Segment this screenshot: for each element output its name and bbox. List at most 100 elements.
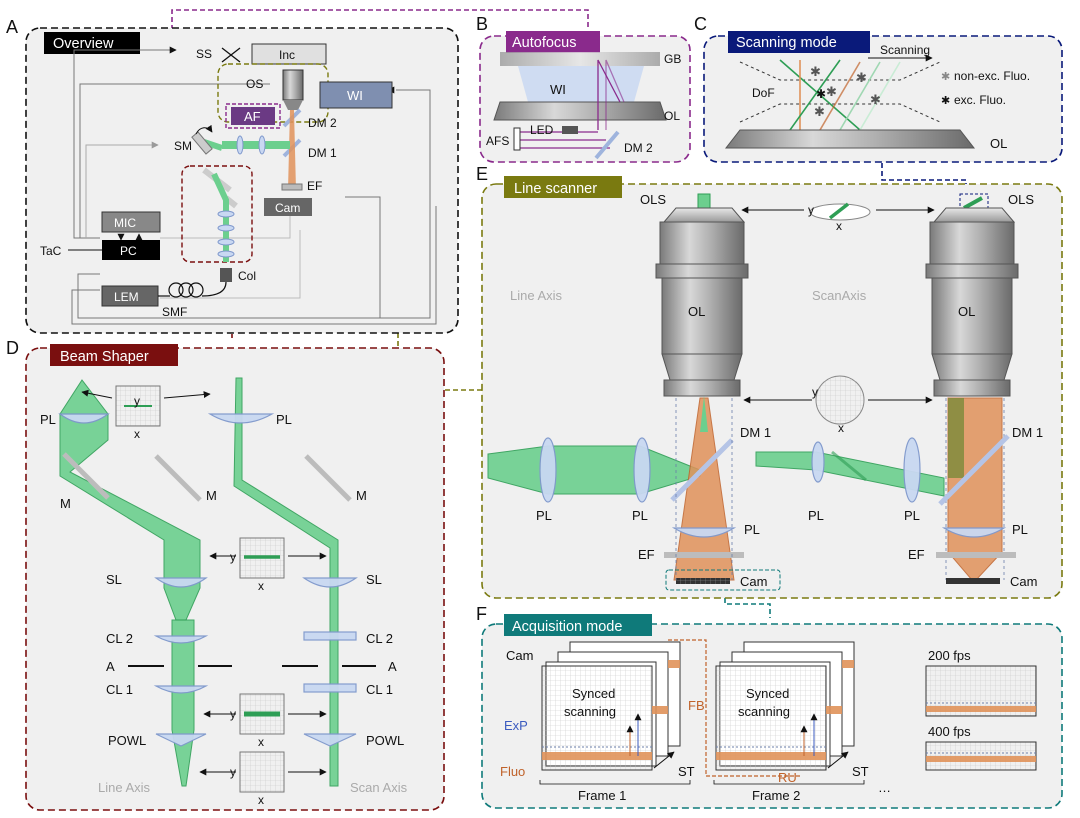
powl-label-2: POWL xyxy=(366,733,404,748)
acquisition-title: Acquisition mode xyxy=(512,619,622,635)
y-label-e2: y xyxy=(812,385,818,399)
autofocus-title: Autofocus xyxy=(512,35,577,51)
ellipsis-label: … xyxy=(878,780,891,795)
dm1-label-e2: DM 1 xyxy=(1012,425,1043,440)
x-label-d4: x xyxy=(258,793,264,807)
os-label: OS xyxy=(246,77,263,91)
svg-text:✱: ✱ xyxy=(870,92,881,107)
scan-axis-label-e: ScanAxis xyxy=(812,288,867,303)
gb-label: GB xyxy=(664,52,681,66)
svg-text:✱: ✱ xyxy=(816,87,826,101)
mic-label: MIC xyxy=(114,216,136,230)
svg-text:✱: ✱ xyxy=(941,71,950,83)
line-axis-label-d: Line Axis xyxy=(98,780,151,795)
panel-autofocus: B Autofocus GB WI OL DM 2 LED AFS xyxy=(476,14,691,163)
sl-label-2: SL xyxy=(366,572,382,587)
panel-letter-d: D xyxy=(6,338,19,358)
panel-beam-shaper: D Beam Shaper PL PL xyxy=(6,338,445,811)
panel-letter-b: B xyxy=(476,14,488,34)
dof-label: DoF xyxy=(752,86,775,100)
y-label-d4: y xyxy=(230,765,236,779)
st-label-2: ST xyxy=(852,764,869,779)
fb-label: FB xyxy=(688,698,705,713)
panel-line-scanner: E Line scanner OLS OL OLS OL Line Axis S… xyxy=(476,164,1063,599)
ef-label-a: EF xyxy=(307,179,322,193)
pl-label-e6: PL xyxy=(1012,522,1028,537)
sl-label-1: SL xyxy=(106,572,122,587)
panel-acquisition-mode: F Acquisition mode xyxy=(476,604,1063,809)
ol-label-e2: OL xyxy=(958,304,975,319)
pc-label: PC xyxy=(120,244,137,258)
pl-label-e4: PL xyxy=(808,508,824,523)
pl-label-e1: PL xyxy=(536,508,552,523)
dm2-label-b: DM 2 xyxy=(624,141,653,155)
synced-label-2: Synced xyxy=(746,686,789,701)
col-label: Col xyxy=(238,269,256,283)
cam-label-e2: Cam xyxy=(1010,574,1037,589)
lem-label: LEM xyxy=(114,290,139,304)
synced-label-1: Synced xyxy=(572,686,615,701)
tac-label: TaC xyxy=(40,244,62,258)
dm1-label-e1: DM 1 xyxy=(740,425,771,440)
inc-label: Inc xyxy=(279,48,295,62)
pl-label-e5: PL xyxy=(904,508,920,523)
fps-200-label: 200 fps xyxy=(928,648,971,663)
ols-label-2: OLS xyxy=(1008,192,1034,207)
fluo-label: Fluo xyxy=(500,764,525,779)
cam-label-e1: Cam xyxy=(740,574,767,589)
scan-axis-label-d: Scan Axis xyxy=(350,780,408,795)
cl1-label-2: CL 1 xyxy=(366,682,393,697)
afs-label: AFS xyxy=(486,134,509,148)
sm-label: SM xyxy=(174,139,192,153)
panel-scanning-mode: C Scanning mode Scanning DoF ✱✱✱ ✱✱ ✱ ✱ … xyxy=(694,14,1063,163)
panel-letter-c: C xyxy=(694,14,707,34)
y-label-e1: y xyxy=(808,203,814,217)
frame1-label: Frame 1 xyxy=(578,788,626,803)
scanning-label-1: scanning xyxy=(564,704,616,719)
ol-label-e1: OL xyxy=(688,304,705,319)
pl-label-e2: PL xyxy=(632,508,648,523)
frame2-label: Frame 2 xyxy=(752,788,800,803)
ols-label-1: OLS xyxy=(640,192,666,207)
panel-letter-a: A xyxy=(6,17,18,37)
dm1-label-a: DM 1 xyxy=(308,146,337,160)
x-label-e1: x xyxy=(836,219,842,233)
x-label-d1: x xyxy=(134,427,140,441)
m-label-2: M xyxy=(206,488,217,503)
ef-label-e1: EF xyxy=(638,547,655,562)
pl-label-d1: PL xyxy=(40,412,56,427)
smf-label: SMF xyxy=(162,305,187,319)
dm2-label-a: DM 2 xyxy=(308,116,337,130)
overview-title: Overview xyxy=(53,36,114,52)
x-label-d2: x xyxy=(258,579,264,593)
m-label-1: M xyxy=(60,496,71,511)
scanning-label-2: scanning xyxy=(738,704,790,719)
powl-label-1: POWL xyxy=(108,733,146,748)
wi-label: WI xyxy=(347,88,363,103)
cl2-label-1: CL 2 xyxy=(106,631,133,646)
wi-label-b: WI xyxy=(550,82,566,97)
y-label-d1: y xyxy=(134,394,140,408)
a-label-1: A xyxy=(106,659,115,674)
line-scanner-title: Line scanner xyxy=(514,181,597,197)
exp-label: ExP xyxy=(504,718,528,733)
st-label-1: ST xyxy=(678,764,695,779)
ss-label: SS xyxy=(196,47,212,61)
pl-label-e3: PL xyxy=(744,522,760,537)
fps-400-label: 400 fps xyxy=(928,724,971,739)
line-axis-label-e: Line Axis xyxy=(510,288,563,303)
beam-shaper-title: Beam Shaper xyxy=(60,349,149,365)
x-label-d3: x xyxy=(258,735,264,749)
cl2-label-2: CL 2 xyxy=(366,631,393,646)
panel-overview: A Overview SS Inc OS WI AF xyxy=(6,17,459,334)
svg-text:✱: ✱ xyxy=(856,70,867,85)
pl-label-d2: PL xyxy=(276,412,292,427)
m-label-3: M xyxy=(356,488,367,503)
x-label-e2: x xyxy=(838,421,844,435)
a-label-2: A xyxy=(388,659,397,674)
y-label-d2: y xyxy=(230,550,236,564)
panel-letter-e: E xyxy=(476,164,488,184)
svg-text:✱: ✱ xyxy=(826,84,837,99)
svg-text:✱: ✱ xyxy=(814,104,825,119)
